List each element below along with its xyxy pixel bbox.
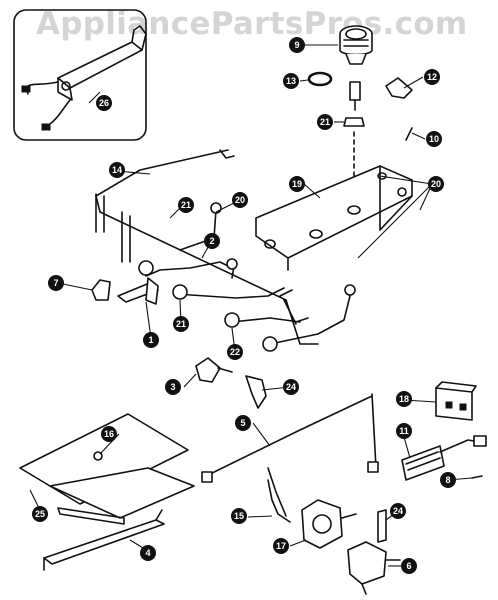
callout-24-upper-label: 24 <box>286 382 296 392</box>
manifold-valves-and-tubes <box>138 202 356 352</box>
callout-21-right-label: 22 <box>230 347 240 357</box>
part-11-igniter <box>401 435 487 481</box>
callout-11-label: 11 <box>399 426 409 436</box>
callout-24-upper[interactable]: 24 <box>283 379 299 395</box>
part-7-clip <box>91 279 111 301</box>
inset-box <box>13 9 147 141</box>
part-24-fitting-lower <box>377 509 387 543</box>
callout-20-right-label: 20 <box>431 179 441 189</box>
callout-20-right[interactable]: 20 <box>428 176 444 192</box>
callout-24-lower[interactable]: 24 <box>390 503 406 519</box>
part-26-burner-assembly <box>21 25 147 131</box>
callout-10-label: 10 <box>429 134 439 144</box>
callout-10[interactable]: 10 <box>426 131 442 147</box>
callout-7[interactable]: 7 <box>48 275 64 291</box>
callout-23-label: 21 <box>181 200 191 210</box>
part-25-heat-shield <box>19 413 195 525</box>
callout-4[interactable]: 4 <box>140 545 156 561</box>
part-1-valve-handle <box>117 277 159 305</box>
watermark: AppliancePartsPros.com <box>36 6 468 42</box>
callout-25[interactable]: 25 <box>32 506 48 522</box>
part-6-shutoff-valve <box>347 541 401 595</box>
callout-3-label: 3 <box>170 382 175 392</box>
callout-16-label: 16 <box>104 429 114 439</box>
part-12-bracket <box>385 77 413 99</box>
callout-9-label: 9 <box>294 40 299 50</box>
part-4-support-bar <box>43 509 165 571</box>
callout-19[interactable]: 19 <box>289 176 305 192</box>
callout-21-left[interactable]: 21 <box>173 316 189 332</box>
part-15-tube <box>267 479 291 523</box>
callout-1[interactable]: 1 <box>143 332 159 348</box>
callout-6-label: 6 <box>406 561 411 571</box>
callout-8-label: 8 <box>445 475 450 485</box>
callout-26-label: 26 <box>99 98 109 108</box>
callout-17[interactable]: 17 <box>273 538 289 554</box>
callout-25-label: 25 <box>35 509 45 519</box>
callout-13[interactable]: 13 <box>283 73 299 89</box>
part-19-burner-bracket <box>255 165 413 271</box>
callout-12-label: 12 <box>427 72 437 82</box>
callout-5-label: 5 <box>240 418 245 428</box>
part-10-screw <box>405 127 413 141</box>
part-5-gas-tube <box>201 393 379 517</box>
callout-15-label: 15 <box>234 511 244 521</box>
callout-19-label: 19 <box>292 179 302 189</box>
callout-24-lower-label: 24 <box>393 506 403 516</box>
callout-2[interactable]: 2 <box>204 233 220 249</box>
part-13-o-ring <box>307 71 333 87</box>
callout-3[interactable]: 3 <box>165 379 181 395</box>
callout-13-label: 13 <box>286 76 296 86</box>
callout-17-label: 17 <box>276 541 286 551</box>
callout-21-left-label: 21 <box>176 319 186 329</box>
part-17-pressure-regulator <box>301 499 357 549</box>
callout-14-label: 14 <box>112 165 122 175</box>
callout-18[interactable]: 18 <box>396 391 412 407</box>
callout-2-label: 2 <box>209 236 214 246</box>
callout-20-left[interactable]: 20 <box>232 192 248 208</box>
part-18-spark-module <box>435 381 477 421</box>
part-8-screw <box>471 475 483 479</box>
callout-12[interactable]: 12 <box>424 69 440 85</box>
callout-15[interactable]: 15 <box>231 508 247 524</box>
callout-16[interactable]: 16 <box>101 426 117 442</box>
callout-23[interactable]: 21 <box>178 197 194 213</box>
part-24-fitting-upper <box>245 375 267 409</box>
callout-22[interactable]: 21 <box>317 114 333 130</box>
callout-21-right[interactable]: 22 <box>227 344 243 360</box>
callout-20-left-label: 20 <box>235 195 245 205</box>
part-14-manifold-frame <box>95 149 319 345</box>
callout-14[interactable]: 14 <box>109 162 125 178</box>
part-3-stem <box>217 367 233 373</box>
part-9-burner-head <box>339 25 373 65</box>
callout-6[interactable]: 6 <box>401 558 417 574</box>
callout-5[interactable]: 5 <box>235 415 251 431</box>
callout-18-label: 18 <box>399 394 409 404</box>
callout-8[interactable]: 8 <box>440 472 456 488</box>
callout-26[interactable]: 26 <box>96 95 112 111</box>
part-3-elbow <box>195 357 221 383</box>
callout-4-label: 4 <box>145 548 150 558</box>
callout-1-label: 1 <box>148 335 153 345</box>
callout-9[interactable]: 9 <box>289 37 305 53</box>
callout-7-label: 7 <box>53 278 58 288</box>
callout-11[interactable]: 11 <box>396 423 412 439</box>
callout-22-label: 21 <box>320 117 330 127</box>
